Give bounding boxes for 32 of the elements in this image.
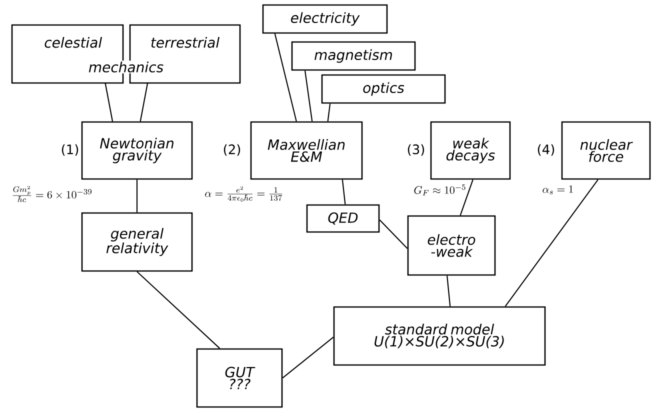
concept-box: QED <box>306 204 380 233</box>
formula-label: $\frac{Gm_p^2}{\hbar c} = 6\times 10^{-39}$ <box>12 186 92 202</box>
connector-line <box>379 220 408 249</box>
connector-line <box>504 179 598 307</box>
concept-box: Maxwellian E&M <box>250 121 363 180</box>
box-label: mechanics <box>87 60 165 74</box>
concept-box: magnetism <box>291 41 416 71</box>
connector-line <box>304 70 313 122</box>
connector-line <box>136 180 138 212</box>
concept-box: nuclear force <box>561 121 651 180</box>
connector-line <box>136 271 220 349</box>
number-label: (2) <box>224 144 240 156</box>
connector-line <box>342 180 346 204</box>
connector-line <box>446 276 451 306</box>
concept-box: electricity <box>262 4 388 34</box>
connector-line <box>327 104 331 122</box>
concept-box: general relativity <box>81 212 193 272</box>
connector-line <box>140 82 148 122</box>
formula-label: $\alpha = \frac{e^2}{4\pi\epsilon_0\hbar c} = \frac{1}{137}$ <box>205 186 282 202</box>
number-label: (4) <box>538 144 554 156</box>
connector-line <box>282 336 334 378</box>
formula-label: $G_F \approx 10^{-5}$ <box>414 184 466 196</box>
formula-label: $\alpha_s = 1$ <box>542 185 573 194</box>
concept-box: standard model U(1)×SU(2)×SU(3) <box>333 306 546 366</box>
concept-box: Newtonian gravity <box>81 121 193 180</box>
concept-box: electro -weak <box>407 215 496 276</box>
concept-box: weak decays <box>430 121 511 180</box>
concept-box: optics <box>321 74 446 104</box>
concept-box: GUT ??? <box>196 348 283 408</box>
connector-line <box>104 82 114 122</box>
connector-line <box>460 179 474 216</box>
connector-line <box>274 34 297 122</box>
